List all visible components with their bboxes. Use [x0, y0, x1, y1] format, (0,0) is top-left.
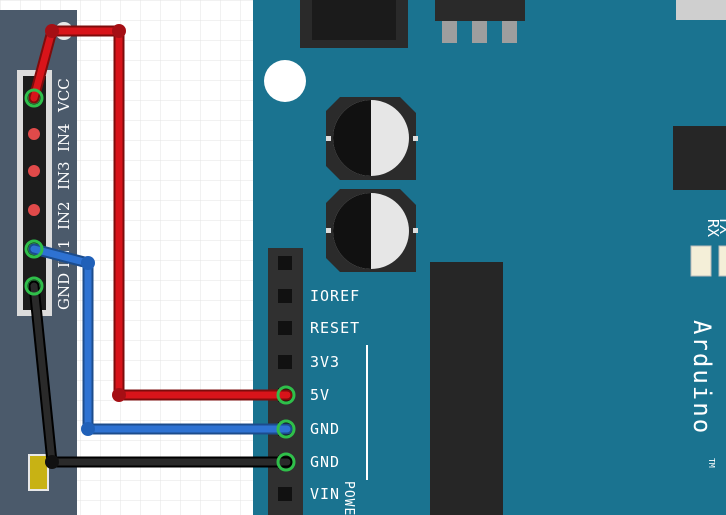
header-pin-label: IOREF: [310, 287, 360, 305]
power-label: POWER: [341, 481, 356, 515]
capacitor-1: [326, 97, 418, 180]
module-pin-label-in4: IN4: [55, 123, 73, 152]
wire-vcc-to-5v: [28, 24, 293, 402]
wire-endpoint: [24, 239, 44, 259]
header-pin-hole: [278, 256, 292, 270]
wire-endpoint: [24, 88, 44, 108]
led-rx-label: RX: [704, 219, 722, 237]
wire-endpoint: [276, 452, 296, 472]
header-pin-label: RESET: [310, 319, 360, 337]
header-pin-label: VIN: [310, 485, 340, 503]
module-pin-label-in2: IN2: [55, 201, 73, 230]
mounting-hole: [264, 60, 306, 102]
led-tx: [718, 245, 726, 277]
led-rx: [690, 245, 712, 277]
wire-in1-to-gnd: [28, 243, 293, 436]
capacitor-2: [326, 189, 418, 272]
wire-endpoint: [24, 276, 44, 296]
header-pin-hole: [278, 289, 292, 303]
trademark-label: TM: [707, 458, 716, 468]
led-tx-label: TX: [716, 216, 726, 234]
header-pin-hole: [278, 321, 292, 335]
wire-endpoint: [276, 385, 296, 405]
header-pin-label: 3V3: [310, 353, 340, 371]
wire-gnd-to-gnd: [28, 280, 293, 469]
module-pin-label-in3: IN3: [55, 161, 73, 190]
header-pin-hole: [278, 487, 292, 501]
header-pin-label: GND: [310, 453, 340, 471]
voltage-regulator: [435, 0, 525, 21]
wire-endpoint: [276, 419, 296, 439]
module-led: [28, 454, 49, 491]
module-pin: [28, 204, 40, 216]
header-pin-labels: IOREF RESET 3V3 5V GND GND VIN: [310, 287, 360, 503]
wire-endpoints: [24, 88, 296, 472]
microcontroller-chip: [430, 262, 503, 515]
header-pin-label: GND: [310, 420, 340, 438]
power-header: [268, 248, 303, 515]
module-pin: [28, 165, 40, 177]
module-pin: [28, 128, 40, 140]
brand-label: Arduino: [688, 320, 716, 435]
usb-chip: [673, 126, 726, 190]
header-pin-hole: [278, 355, 292, 369]
module-pin-label-gnd: GND: [55, 273, 73, 310]
header-pin-label: 5V: [310, 386, 330, 404]
module-pin-label-vcc: VCC: [55, 78, 73, 113]
